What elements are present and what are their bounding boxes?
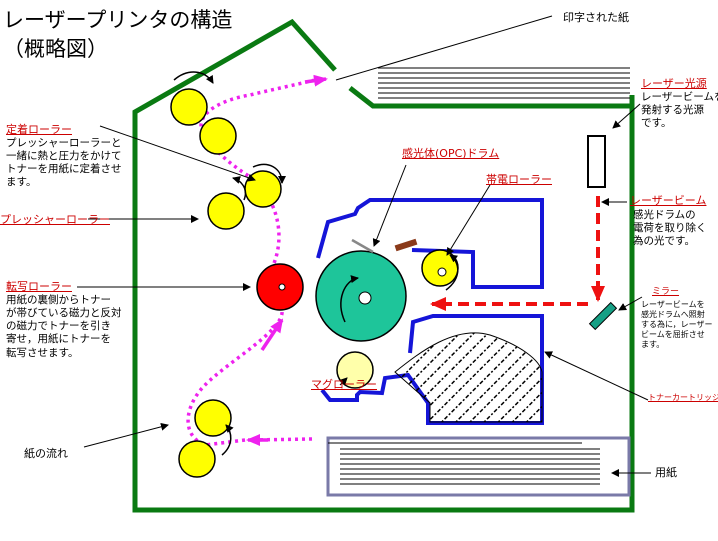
label-mirror-desc: レーザービームを 感光ドラムへ照射 する為に，レーザー ビームを屈折させ ます。 — [641, 300, 713, 349]
printer-frame — [132, 18, 635, 513]
opc-drum — [315, 250, 407, 342]
label-paper: 用紙 — [655, 466, 677, 479]
label-printed-paper: 印字された紙 — [563, 11, 629, 24]
label-transfer-roller-desc: 用紙の裏側からトナー が帯びている磁力と反対 の磁力でトナーを引き 寄せ，用紙に… — [6, 294, 122, 359]
label-opc-drum-title: 感光体(OPC)ドラム — [402, 147, 500, 160]
transfer-roller — [256, 263, 304, 311]
label-magnet-roller-title: マグローラー — [311, 378, 377, 391]
roller-lower-bottom — [178, 424, 234, 478]
paper-arrow-upper — [304, 74, 328, 87]
charge-roller — [421, 249, 459, 291]
label-paper-flow: 紙の流れ — [24, 447, 68, 460]
diagram-subtitle: （概略図） — [3, 37, 108, 61]
roller-lower-top — [194, 399, 232, 437]
roller-upper-left — [170, 71, 214, 126]
paper-arrow-middle — [260, 318, 284, 351]
charge-contact — [394, 238, 418, 252]
diagram-title: レーザープリンタの構造 — [3, 8, 233, 32]
toner-cartridge — [316, 198, 544, 425]
label-laser-beam-desc: 感光ドラムの 電荷を取り除く 為の光です。 — [633, 209, 707, 248]
label-pressure-roller-title: プレッシャーローラー — [0, 213, 110, 226]
label-fixing-roller-desc: プレッシャーローラーと 一緒に熱と圧力をかけて トナーを用紙に定着させ ます。 — [6, 137, 122, 189]
frame-top-right — [348, 86, 632, 109]
leader-lines — [77, 15, 651, 477]
label-fixing-roller-title: 定着ローラー — [6, 123, 72, 136]
label-mirror-title: ミラー — [652, 287, 680, 297]
label-transfer-roller-title: 転写ローラー — [6, 280, 72, 293]
label-charge-roller-title: 帯電ローラー — [486, 173, 552, 186]
laser-source — [587, 135, 606, 188]
paper-tray — [326, 436, 631, 497]
drum-blade — [351, 238, 374, 254]
fixing-roller — [244, 163, 286, 208]
cartridge-upper — [316, 198, 544, 289]
label-laser-source-desc: レーザービームを 発射する光源 です。 — [641, 91, 718, 130]
label-laser-source-title: レーザー光源 — [641, 77, 707, 90]
frame-left-wall — [132, 18, 635, 513]
label-toner-cartridge-title: トナーカートリッジ — [648, 393, 718, 402]
pressure-roller — [207, 176, 247, 230]
mirror — [588, 301, 618, 331]
label-laser-beam-title: レーザービーム — [630, 194, 707, 207]
printed-paper-stack — [378, 67, 630, 99]
toner-hatch — [394, 332, 543, 423]
roller-upper-right — [199, 117, 237, 155]
